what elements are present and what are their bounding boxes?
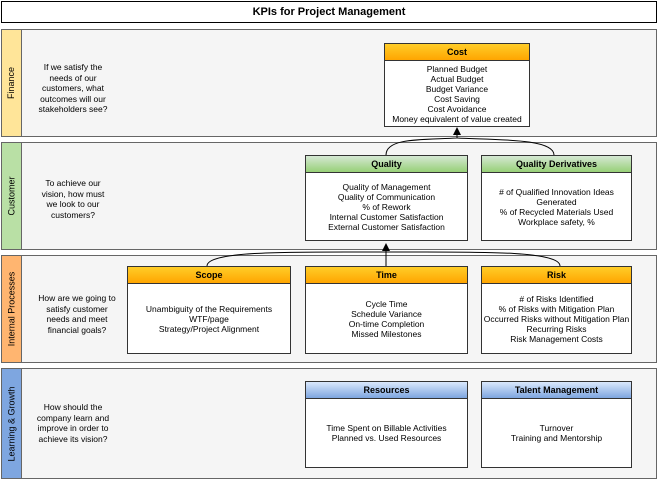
- kpi-card-title: Risk: [482, 267, 631, 284]
- kpi-card-risk: Risk# of Risks Identified% of Risks with…: [481, 266, 632, 354]
- row-tab-label: Learning & Growth: [6, 385, 17, 462]
- row-question-finance: If we satisfy the needs of our customers…: [38, 62, 108, 114]
- row-question-internal: How are we going to satisfy customer nee…: [38, 293, 116, 335]
- kpi-card-body: # of Qualified Innovation Ideas Generate…: [482, 173, 631, 240]
- kpi-item: Money equivalent of value created: [392, 113, 522, 124]
- kpi-item: Unambiguity of the Requirements: [145, 303, 273, 314]
- kpi-item: Quality of Management: [342, 181, 431, 192]
- row-tab-internal: Internal Processes: [2, 256, 22, 362]
- kpi-item: Quality of Communication: [337, 191, 436, 202]
- kpi-item: Workplace safety, %: [518, 216, 595, 227]
- kpi-item: Time Spent on Billable Activities: [326, 423, 447, 433]
- kpi-card-title: Quality: [306, 156, 467, 173]
- kpi-item: Risk Management Costs: [510, 333, 603, 344]
- kpi-item: Actual Budget: [430, 73, 484, 84]
- kpi-item: On-time Completion: [348, 318, 425, 329]
- kpi-item: Missed Milestones: [351, 328, 422, 339]
- kpi-item: Occurred Risks without Mitigation Plan: [483, 313, 630, 324]
- row-tab-learning: Learning & Growth: [2, 369, 22, 478]
- kpi-item: Cost Saving: [434, 93, 480, 104]
- kpi-item: Strategy/Project Alignment: [158, 323, 260, 334]
- kpi-card-title: Cost: [385, 44, 529, 61]
- kpi-card-title: Resources: [306, 382, 467, 399]
- kpi-card-title: Time: [306, 267, 467, 284]
- kpi-item: Recurring Risks: [526, 323, 587, 334]
- row-question-learning: How should the company learn and improve…: [36, 402, 110, 444]
- kpi-card-body: # of Risks Identified% of Risks with Mit…: [482, 284, 631, 353]
- kpi-card-title: Talent Management: [482, 382, 631, 399]
- kpi-item: Internal Customer Satisfaction: [329, 211, 444, 222]
- row-tab-label: Internal Processes: [6, 271, 17, 347]
- kpi-card-title: Scope: [128, 267, 290, 284]
- kpi-item: External Customer Satisfaction: [328, 221, 445, 232]
- kpi-item: WTF/page: [189, 313, 229, 324]
- row-question-customer: To achieve our vision, how must we look …: [41, 178, 105, 220]
- row-finance: Finance: [1, 29, 657, 137]
- kpi-item: Planned vs. Used Resources: [331, 433, 442, 443]
- kpi-item: # of Risks Identified: [519, 293, 594, 304]
- diagram-title: KPIs for Project Management: [1, 1, 657, 23]
- row-tab-label: Finance: [6, 66, 17, 100]
- kpi-item: % of Risks with Mitigation Plan: [498, 303, 615, 314]
- kpi-item: Cycle Time: [365, 298, 408, 309]
- kpi-item: Cost Avoidance: [427, 103, 487, 114]
- kpi-item: Budget Variance: [425, 83, 489, 94]
- kpi-card-quality-derivatives: Quality Derivatives # of Qualified Innova…: [481, 155, 632, 241]
- row-tab-label: Customer: [6, 176, 17, 216]
- kpi-item: % of Rework: [362, 201, 411, 212]
- row-tab-customer: Customer: [2, 143, 22, 249]
- kpi-item: Turnover: [539, 423, 574, 433]
- kpi-item: Planned Budget: [426, 63, 488, 74]
- row-tab-finance: Finance: [2, 30, 22, 136]
- kpi-card-title: Quality Derivatives: [482, 156, 631, 173]
- kpi-item: # of Qualified Innovation Ideas Generate…: [499, 186, 614, 207]
- kpi-item: % of Recycled Materials Used: [499, 206, 614, 217]
- kpi-item: Training and Mentorship: [510, 433, 603, 443]
- kpi-item: Schedule Variance: [351, 308, 422, 319]
